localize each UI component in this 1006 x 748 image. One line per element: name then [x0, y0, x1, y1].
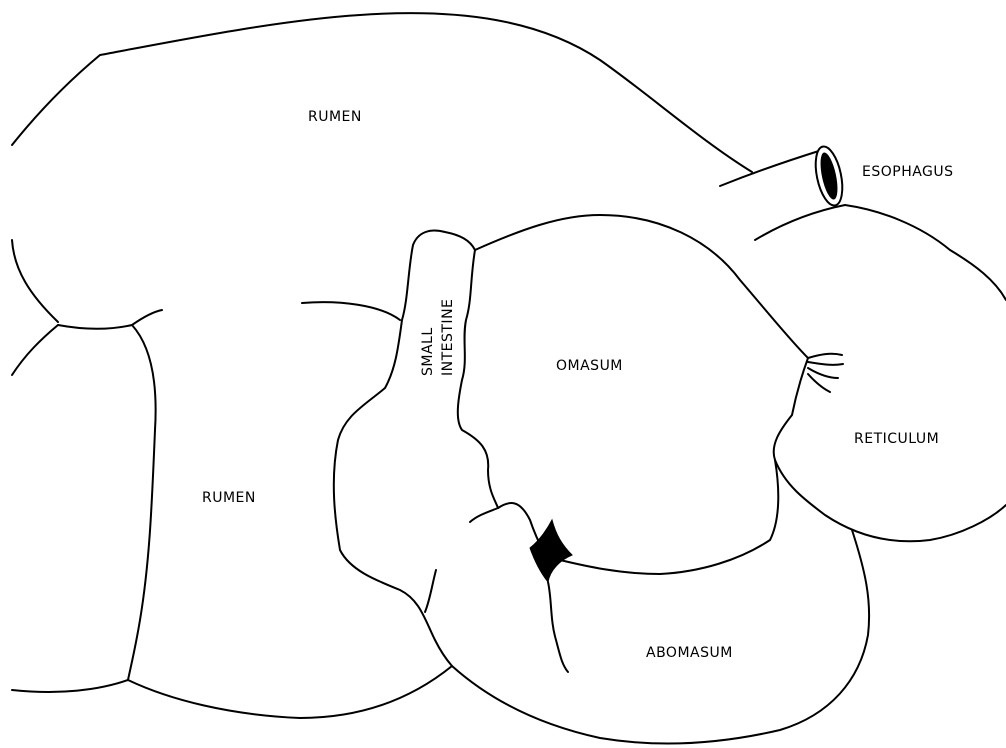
- reticulum-label: RETICULUM: [854, 431, 939, 447]
- small-intestine-outline: [332, 229, 476, 667]
- small-intestine-inner: [456, 249, 499, 509]
- esophagus-tube: [719, 149, 823, 187]
- abomasum-inner-fold: [547, 581, 569, 673]
- small-intestine-label-line2: INTESTINE: [440, 299, 456, 376]
- rumen-pillar-line: [57, 309, 163, 330]
- rumen-upper-outline: [11, 12, 753, 173]
- rumen-divider-vertical: [127, 324, 157, 681]
- rumen-left-edge-upper: [11, 239, 59, 323]
- omasum-junction-mark: [529, 518, 573, 584]
- abomasum-label: ABOMASUM: [646, 645, 733, 661]
- rumen-upper-label: RUMEN: [308, 109, 362, 125]
- intestine-stub: [469, 507, 499, 523]
- reticulum-upper-edge: [754, 204, 1006, 301]
- small-intestine-fold: [424, 569, 437, 613]
- abomasum-outline: [451, 529, 871, 745]
- esophagus-lumen: [820, 152, 838, 200]
- reticulum-fiber-2: [807, 361, 844, 366]
- rumen-inner-curve: [301, 301, 401, 321]
- reticulum-fiber-3: [807, 367, 839, 379]
- omasum-outline: [474, 214, 809, 575]
- reticulum-right-edge: [774, 459, 1006, 543]
- reticulum-fiber-1: [807, 352, 843, 359]
- small-intestine-label-line1: SMALL: [420, 327, 436, 376]
- reticulum-fiber-4: [807, 373, 831, 393]
- rumen-lower-edge: [11, 665, 453, 719]
- esophagus-label: ESOPHAGUS: [862, 164, 954, 180]
- omasum-label: OMASUM: [556, 358, 623, 374]
- rumen-left-edge-lower: [11, 324, 59, 376]
- rumen-lower-label: RUMEN: [202, 490, 256, 506]
